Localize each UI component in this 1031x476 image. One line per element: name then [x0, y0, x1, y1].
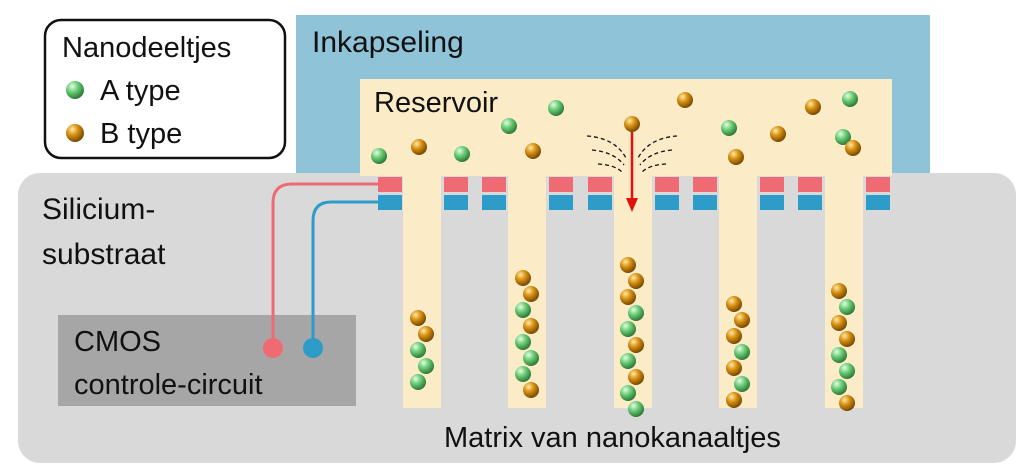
electrode-pair	[549, 177, 573, 210]
particle-a	[835, 129, 851, 145]
particle-b	[620, 289, 636, 305]
legend-label-a-type: A type	[100, 75, 181, 107]
legend-label-b-type: B type	[100, 118, 182, 150]
particle-a	[454, 146, 470, 162]
particle-b	[523, 382, 539, 398]
cmos-label-line2: controle-circuit	[74, 369, 263, 401]
particle-b	[831, 283, 847, 299]
particle-a	[410, 342, 426, 358]
electrode-pair	[798, 177, 822, 210]
legend: Nanodeeltjes A type B type	[43, 18, 287, 160]
particle-b	[410, 310, 426, 326]
particle-b	[726, 296, 742, 312]
particle-a	[839, 363, 855, 379]
particle-b	[839, 331, 855, 347]
particle-a	[515, 334, 531, 350]
particle-b	[845, 140, 861, 156]
particle-a	[831, 379, 847, 395]
wire-blue	[311, 200, 378, 346]
electrode-pair	[693, 177, 717, 210]
particle-a	[831, 347, 847, 363]
particle-b	[523, 286, 539, 302]
particle-a	[515, 366, 531, 382]
particle-a	[523, 350, 539, 366]
particle-a	[418, 358, 434, 374]
particle-a	[620, 353, 636, 369]
reservoir-label: Reservoir	[374, 87, 498, 119]
particle-a	[628, 305, 644, 321]
particle-a	[842, 91, 858, 107]
particle-b	[418, 326, 434, 342]
particle-a	[734, 344, 750, 360]
electrode-pair	[482, 177, 506, 210]
particle-a	[839, 299, 855, 315]
cmos-circuit	[58, 315, 356, 406]
cmos-label-line1: CMOS	[74, 326, 161, 358]
contact-red	[263, 338, 283, 358]
particle-b	[734, 312, 750, 328]
particle-a	[628, 401, 644, 417]
particle-b	[515, 270, 531, 286]
particle-b	[728, 149, 744, 165]
flow-arrow-head	[626, 198, 638, 212]
particle-b	[831, 315, 847, 331]
electrode-pair	[866, 177, 890, 210]
electrode-pair	[655, 177, 679, 210]
particle-b	[523, 318, 539, 334]
electrode-pair	[444, 177, 468, 210]
particle-b	[726, 328, 742, 344]
substrate-label-line2: substraat	[42, 238, 166, 271]
particle-b	[726, 360, 742, 376]
wire-red	[271, 182, 378, 346]
legend-title: Nanodeeltjes	[62, 32, 231, 64]
matrix-label: Matrix van nanokanaaltjes	[444, 422, 781, 454]
particle-b	[525, 143, 541, 159]
legend-box	[43, 18, 287, 160]
particle-b	[411, 139, 427, 155]
particle-a	[548, 100, 564, 116]
electrode-pair	[588, 177, 612, 210]
particle-a	[734, 376, 750, 392]
particle-a	[410, 374, 426, 390]
particle-b	[726, 392, 742, 408]
reservoir-particles	[371, 91, 861, 165]
particle-b	[620, 257, 636, 273]
particle-b	[624, 116, 640, 132]
particle-a	[620, 321, 636, 337]
legend-marker-b-type	[66, 124, 84, 142]
particle-b	[628, 337, 644, 353]
substrate-label-line1: Silicium-	[42, 193, 155, 226]
particle-a	[620, 385, 636, 401]
channel-particles	[410, 257, 855, 417]
contact-blue	[303, 338, 323, 358]
electrode-pair	[378, 177, 402, 210]
particle-b	[770, 126, 786, 142]
encapsulation-label: Inkapseling	[312, 26, 464, 59]
particle-b	[628, 273, 644, 289]
flow-field-lines	[586, 135, 678, 173]
electrode-pair	[760, 177, 784, 210]
legend-marker-a-type	[66, 81, 84, 99]
particle-b	[677, 92, 693, 108]
electrodes	[378, 177, 890, 210]
particle-b	[805, 99, 821, 115]
particle-b	[628, 369, 644, 385]
particle-a	[501, 118, 517, 134]
particle-a	[721, 120, 737, 136]
particle-b	[839, 395, 855, 411]
particle-a	[371, 148, 387, 164]
particle-a	[515, 302, 531, 318]
